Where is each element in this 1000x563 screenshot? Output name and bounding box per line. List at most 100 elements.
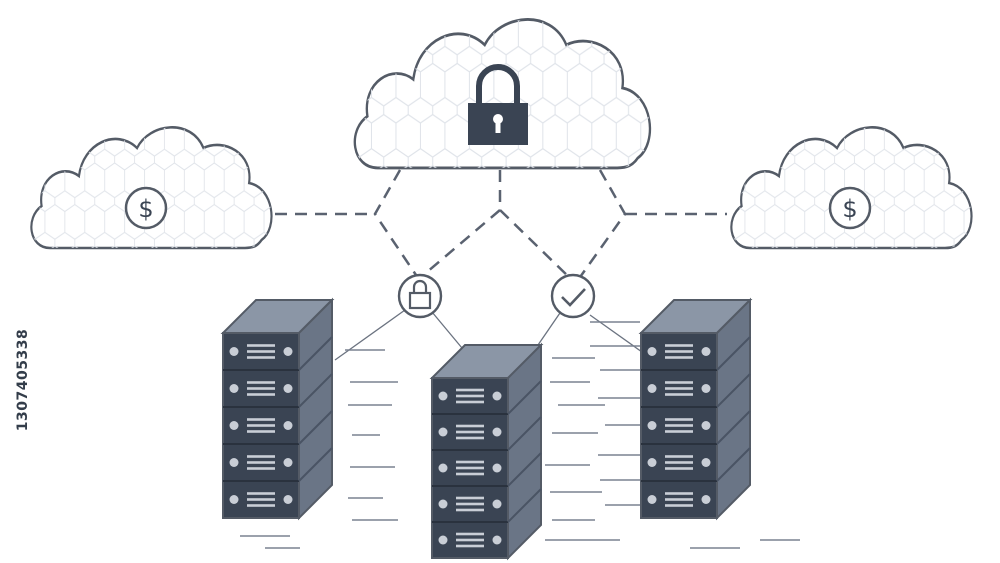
vent-slot [456, 460, 484, 464]
vent-slot [247, 393, 275, 396]
vent-slot [247, 356, 275, 359]
side-divider [298, 410, 333, 445]
padlock-icon [468, 64, 528, 145]
vent-slot [665, 393, 693, 396]
data-flow-dashes [240, 321, 800, 549]
led-light [438, 391, 448, 401]
connector-line [373, 169, 420, 279]
led-light [438, 463, 448, 473]
side-divider [507, 380, 542, 415]
led-light [283, 384, 293, 393]
link-line [537, 309, 563, 346]
side-divider [507, 416, 542, 451]
led-light [701, 384, 711, 393]
check-icon [561, 288, 586, 307]
led-light [701, 347, 711, 356]
led-light [492, 463, 502, 473]
led-light [647, 458, 657, 467]
side-divider [716, 373, 751, 408]
led-light [492, 391, 502, 401]
vent-slot [665, 350, 693, 353]
vent-slot [247, 418, 275, 421]
connector-line [499, 209, 573, 281]
vent-slot [456, 544, 484, 548]
vent-slot [456, 424, 484, 428]
led-light [647, 384, 657, 393]
led-light [701, 421, 711, 430]
server-racks [220, 297, 753, 561]
vent-slot [665, 504, 693, 507]
vent-slot [247, 492, 275, 495]
server-side [507, 342, 542, 561]
side-divider [507, 488, 542, 523]
server-rack [220, 297, 335, 521]
vent-slot [247, 504, 275, 507]
side-divider [716, 336, 751, 371]
vent-slot [247, 461, 275, 464]
led-light [283, 495, 293, 504]
connector-line [419, 170, 502, 279]
led-light [492, 427, 502, 437]
vent-slot [665, 424, 693, 427]
vent-slot [665, 498, 693, 501]
led-light [283, 421, 293, 430]
vent-slot [247, 387, 275, 390]
cloud-center [353, 18, 652, 170]
vent-slot [665, 356, 693, 359]
link-line [334, 309, 406, 361]
vent-slot [665, 467, 693, 470]
side-divider [298, 373, 333, 408]
svg-text:$: $ [842, 195, 857, 223]
led-light [701, 495, 711, 504]
led-light [438, 535, 448, 545]
side-divider [298, 336, 333, 371]
vent-slot [456, 538, 484, 542]
side-divider [716, 447, 751, 482]
led-light [647, 495, 657, 504]
led-light [229, 495, 239, 504]
vent-slot [665, 430, 693, 433]
link-line [431, 311, 463, 349]
led-light [229, 421, 239, 430]
led-light [701, 458, 711, 467]
vent-slot [456, 466, 484, 470]
led-light [438, 499, 448, 509]
vent-slot [665, 387, 693, 390]
led-light [438, 427, 448, 437]
dashed-connectors [275, 169, 727, 281]
led-light [229, 347, 239, 356]
vent-slot [456, 394, 484, 398]
vent-slot [247, 424, 275, 427]
vent-slot [665, 461, 693, 464]
vent-slot [665, 418, 693, 421]
vent-slot [456, 472, 484, 476]
vent-slot [247, 498, 275, 501]
vent-slot [456, 502, 484, 506]
led-light [229, 384, 239, 393]
server-rack [638, 297, 753, 521]
lock-node [397, 273, 443, 319]
vent-slot [456, 400, 484, 404]
dollar-icon: $ [124, 186, 168, 230]
vent-slot [665, 492, 693, 495]
side-divider [298, 447, 333, 482]
vent-slot [247, 344, 275, 347]
led-light [647, 421, 657, 430]
vent-slot [247, 467, 275, 470]
server-side [298, 297, 333, 521]
side-divider [507, 452, 542, 487]
led-light [647, 347, 657, 356]
vent-slot [247, 455, 275, 458]
stock-id-label: 1307405338 [8, 300, 38, 460]
check-node [550, 273, 596, 319]
vent-slot [456, 430, 484, 434]
side-divider [716, 410, 751, 445]
dollar-icon: $ [828, 186, 872, 230]
vent-slot [665, 455, 693, 458]
led-light [229, 458, 239, 467]
led-light [492, 535, 502, 545]
stock-id-text: 1307405338 [15, 328, 31, 432]
vent-slot [456, 388, 484, 392]
vent-slot [247, 430, 275, 433]
